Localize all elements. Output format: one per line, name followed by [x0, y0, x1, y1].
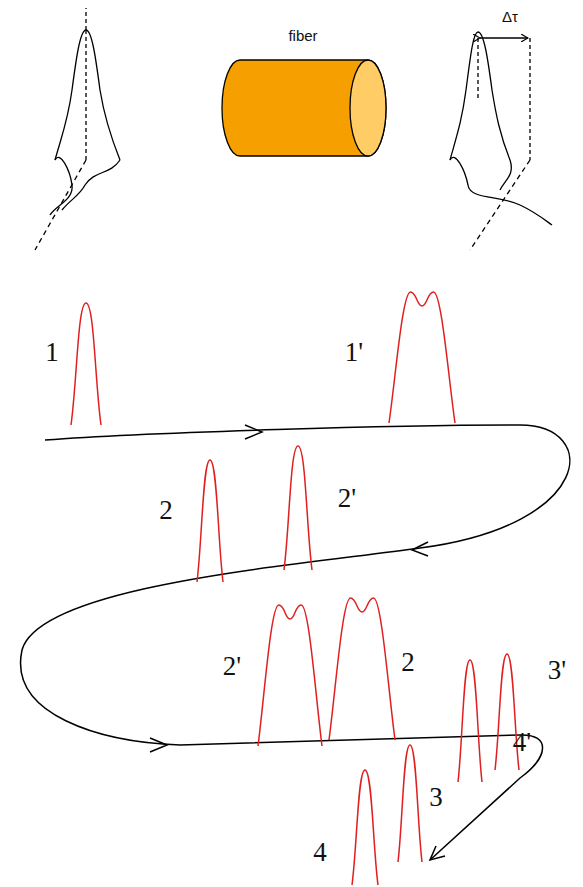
pulse-trace — [197, 460, 223, 582]
fiber-label: fiber — [218, 28, 388, 43]
callout-number: 1' — [345, 339, 363, 366]
pulse-trace — [258, 605, 322, 746]
pulse-trace — [389, 292, 455, 423]
callout-number: 2' — [338, 485, 356, 512]
pulse-traces — [71, 292, 519, 885]
delay-label: Δτ — [502, 9, 518, 24]
callout-number: 3 — [429, 784, 443, 811]
pulse-trace — [352, 770, 378, 885]
callout-number: 4 — [313, 839, 327, 866]
propagation-path — [21, 425, 570, 860]
callout-number: 2' — [223, 653, 241, 680]
callout-number: 2 — [401, 649, 415, 676]
pulse-trace — [458, 660, 482, 782]
callout-number: 3' — [548, 657, 566, 684]
output-pulse — [450, 32, 552, 250]
cylinder-shape — [218, 28, 388, 160]
pulse-trace — [398, 745, 422, 862]
callout-number: 4' — [513, 729, 531, 756]
pulse-trace — [329, 598, 395, 740]
callout-number: 2 — [159, 497, 173, 524]
fiber-cylinder: fiber — [218, 28, 388, 160]
callout-number: 1 — [45, 339, 59, 366]
pulse-trace — [71, 303, 101, 425]
input-pulse — [35, 8, 120, 250]
pulse-trace — [284, 446, 312, 570]
